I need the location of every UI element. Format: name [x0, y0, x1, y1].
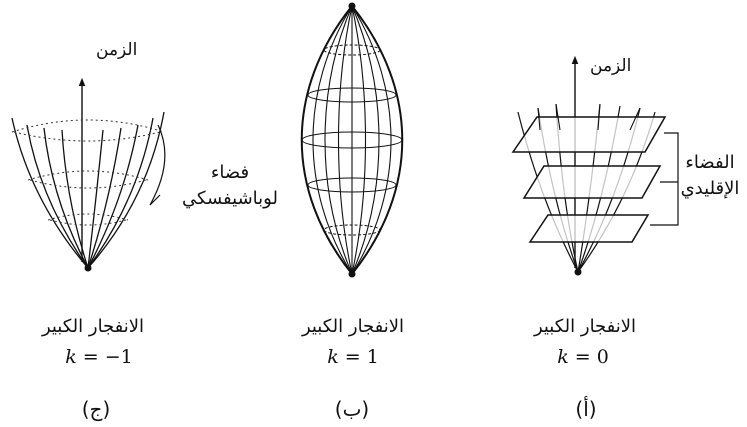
- panel-b-caption: الانفجار الكبير: [301, 316, 405, 337]
- panel-c-diagram: [11, 77, 166, 272]
- panel-a-caption: الانفجار الكبير: [533, 316, 637, 337]
- panel-a-time-label: الزمن: [590, 56, 632, 76]
- panel-a-k-number: = 0: [574, 346, 609, 368]
- panel-c-worldlines: [11, 111, 165, 269]
- panel-b-diagram: [300, 2, 404, 278]
- panel-b-letter: (ب): [334, 397, 370, 421]
- panel-a-planes: [511, 116, 667, 243]
- panel-b-big-bang-point: [348, 270, 356, 278]
- panel-b-big-crunch-point: [348, 2, 356, 10]
- panel-a-space-label-line1: الفضاء: [685, 152, 735, 173]
- panel-c-k-symbol: k: [65, 346, 77, 368]
- panel-c-caption: الانفجار الكبير: [41, 316, 145, 337]
- panel-a-plane-top: [511, 116, 667, 153]
- panel-a-space-label: الفضاء الإقليدي: [676, 150, 744, 202]
- panel-b-k-symbol: k: [327, 346, 339, 368]
- panel-a-worldlines-upper: [537, 103, 641, 131]
- panel-a-plane-bottom: [528, 214, 650, 243]
- panel-b-meridians: [312, 5, 392, 275]
- panel-c-k-value: k = −1: [24, 346, 174, 368]
- panel-c-space-label: فضاء لوباشيفسكي: [180, 160, 280, 212]
- panel-b-k-number: = 1: [344, 346, 379, 368]
- panel-a-diagram: [511, 55, 679, 276]
- panel-a-k-value: k = 0: [508, 346, 658, 368]
- panel-a-space-label-line2: الإقليدي: [680, 178, 740, 199]
- panel-c-space-slices: [11, 119, 165, 226]
- panel-c-space-label-line1: فضاء: [210, 162, 250, 183]
- panel-c-letter: (ج): [81, 397, 111, 421]
- panel-c-label-bracket: [149, 124, 166, 206]
- panel-a-plane-middle: [522, 165, 662, 199]
- panel-c-space-label-line2: لوباشيفسكي: [182, 188, 278, 209]
- panel-a-k-symbol: k: [557, 346, 569, 368]
- panel-c-time-label: الزمن: [96, 40, 138, 60]
- panel-b-k-value: k = 1: [278, 346, 428, 368]
- panel-b-latitude-rings: [301, 44, 403, 236]
- panel-a-letter: (أ): [575, 397, 597, 421]
- panel-a-label-bracket: [650, 132, 679, 226]
- panel-a-big-bang-point: [574, 268, 582, 276]
- panel-c-k-number: = −1: [82, 346, 133, 368]
- panel-c-big-bang-point: [84, 264, 92, 272]
